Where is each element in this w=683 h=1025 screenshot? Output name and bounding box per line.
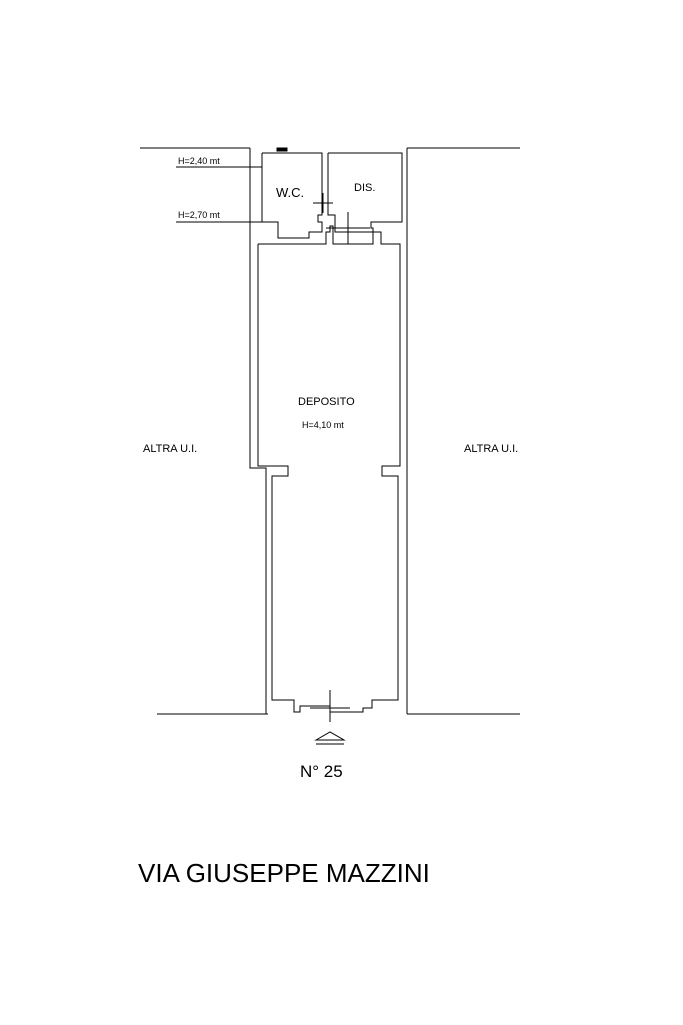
outer-wall-left: [249, 148, 267, 714]
wc-room-outline: [261, 152, 323, 239]
room-label-wc: W.C.: [276, 185, 304, 200]
height-label-dis: H=2,70 mt: [178, 210, 220, 220]
neighbor-label-right: ALTRA U.I.: [464, 443, 518, 455]
room-label-deposito: DEPOSITO: [298, 396, 355, 408]
height-label-deposito: H=4,10 mt: [302, 420, 344, 430]
street-name: VIA GIUSEPPE MAZZINI: [138, 858, 430, 888]
triangle-entrance-icon: [314, 731, 346, 745]
room-label-dis: DIS.: [354, 182, 375, 194]
dis-room-outline: [327, 152, 403, 233]
civic-number: N° 25: [300, 762, 343, 781]
height-label-wc: H=2,40 mt: [178, 156, 220, 166]
deposito-room-outline: [257, 225, 401, 713]
plan-lines: [140, 147, 520, 745]
neighbor-label-left: ALTRA U.I.: [143, 443, 197, 455]
top-marker: [276, 147, 288, 152]
